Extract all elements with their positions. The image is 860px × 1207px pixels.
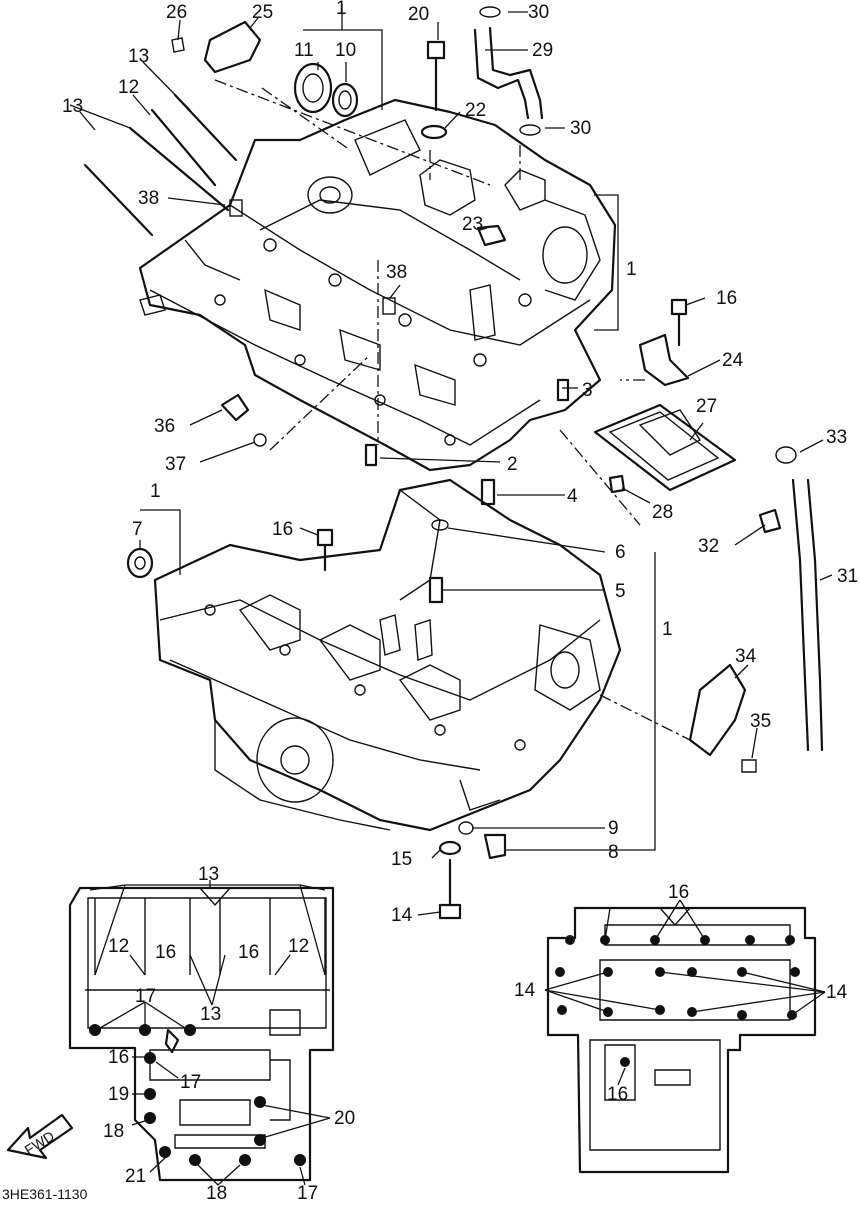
inset-left-16-c: 16 (108, 1047, 129, 1068)
diagram-code: 3HE361-1130 (2, 1186, 88, 1202)
callout-24: 24 (722, 350, 744, 371)
callout-16-lower: 16 (272, 519, 293, 540)
callout-12: 12 (118, 77, 139, 98)
inset-left-18-a: 18 (103, 1121, 124, 1142)
inset-left-13-mid: 13 (200, 1004, 221, 1025)
small-parts (83, 6, 824, 920)
callout-1-top: 1 (336, 0, 347, 19)
callout-27: 27 (696, 396, 717, 417)
inset-left-13-top: 13 (198, 864, 219, 885)
inset-left-20: 20 (334, 1108, 355, 1129)
inset-left-19: 19 (108, 1084, 129, 1105)
callout-37: 37 (165, 454, 186, 475)
inset-right-16-bottom: 16 (607, 1084, 628, 1105)
left-inset-bolt-diagram: 13 12 16 16 12 13 17 16 17 19 18 20 21 1… (68, 864, 355, 1204)
callout-36: 36 (154, 416, 175, 437)
callout-9: 9 (608, 818, 619, 839)
inset-left-16-a: 16 (155, 942, 176, 963)
callout-30-top: 30 (528, 2, 549, 23)
callout-5: 5 (615, 581, 626, 602)
callout-22: 22 (465, 100, 486, 121)
lower-crankcase (153, 478, 622, 832)
callout-20: 20 (408, 4, 429, 25)
callout-29: 29 (532, 40, 553, 61)
callout-28: 28 (652, 502, 673, 523)
inset-left-18-b: 18 (206, 1183, 227, 1202)
callout-15: 15 (391, 849, 412, 870)
inset-left-16-b: 16 (238, 942, 259, 963)
inset-left-12-b: 12 (288, 936, 309, 957)
callout-14: 14 (391, 905, 413, 926)
callout-30-mid: 30 (570, 118, 591, 139)
callout-11: 11 (294, 40, 314, 61)
callout-13-a: 13 (128, 46, 149, 67)
callout-34: 34 (735, 646, 757, 667)
callout-1-lower: 1 (662, 619, 673, 640)
callout-7: 7 (132, 519, 143, 540)
callout-23: 23 (462, 214, 483, 235)
callout-1-left: 1 (150, 481, 161, 502)
callout-26: 26 (166, 2, 187, 23)
callout-2: 2 (507, 454, 518, 475)
callout-6: 6 (615, 542, 626, 563)
callout-38-b: 38 (386, 262, 407, 283)
callout-38-a: 38 (138, 188, 159, 209)
inset-left-21: 21 (125, 1166, 146, 1187)
right-inset-bolt-diagram: 16 14 14 16 (514, 882, 848, 1174)
inset-left-17-b: 17 (180, 1072, 201, 1093)
inset-left-17-a: 17 (135, 986, 156, 1007)
callout-3: 3 (582, 380, 593, 401)
fwd-arrow-icon: FWD (6, 1113, 74, 1160)
callout-13-b: 13 (62, 96, 83, 117)
callout-16-upper: 16 (716, 288, 737, 309)
inset-left-12-a: 12 (108, 936, 129, 957)
callout-33: 33 (826, 427, 847, 448)
callout-32: 32 (698, 536, 719, 557)
inset-right-14-left: 14 (514, 980, 536, 1001)
inset-right-14-right: 14 (826, 982, 848, 1003)
callout-8: 8 (608, 842, 619, 863)
callout-10: 10 (335, 40, 356, 61)
leader-lines (69, 4, 833, 916)
inset-right-16-top: 16 (668, 882, 689, 903)
callout-31: 31 (837, 566, 858, 587)
callout-1-right: 1 (626, 259, 637, 280)
upper-crankcase (138, 98, 617, 472)
inset-left-17-c: 17 (297, 1183, 318, 1202)
callout-25: 25 (252, 2, 273, 23)
callout-labels: 26 25 1 11 10 20 30 29 22 30 13 12 13 38… (62, 0, 858, 926)
callout-35: 35 (750, 711, 771, 732)
callout-4: 4 (567, 486, 578, 507)
